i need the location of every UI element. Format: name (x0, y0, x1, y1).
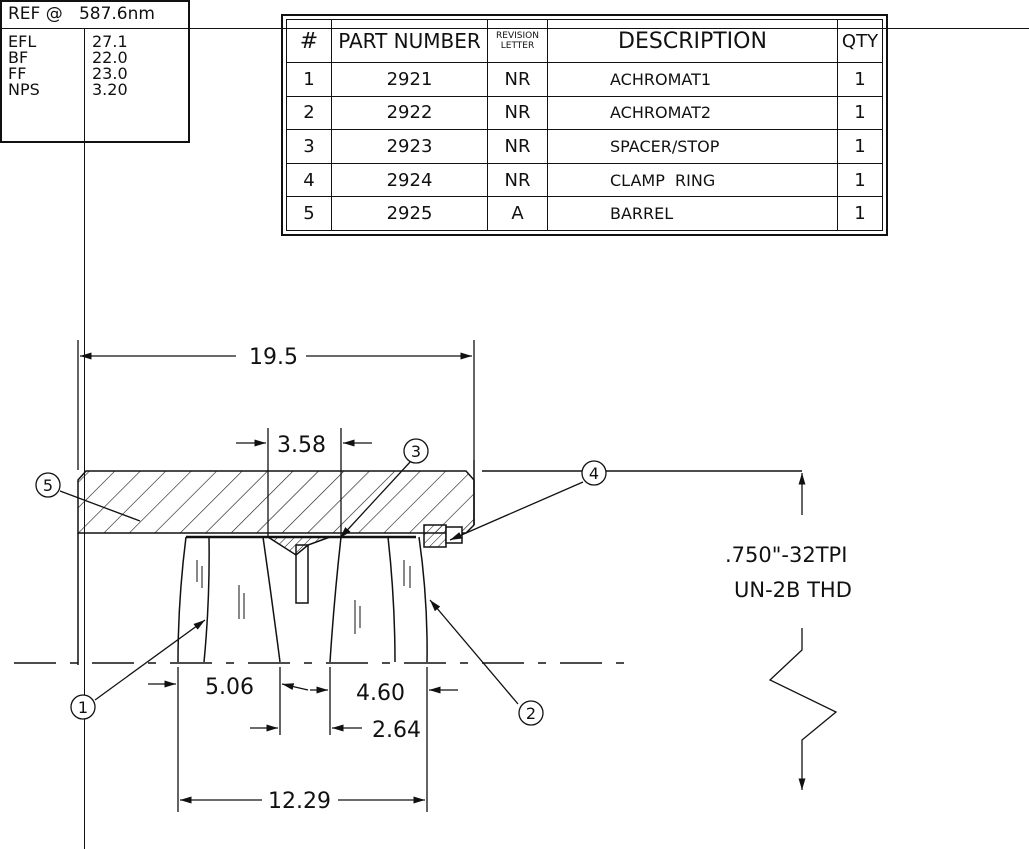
reference-values: 27.1 22.0 23.0 3.20 (92, 34, 128, 98)
balloon-label-2: 2 (526, 704, 536, 723)
parts-list: # PART NUMBER REVISION LETTER DESCRIPTIO… (281, 14, 888, 236)
dim-spacer-length: 3.58 (277, 433, 326, 458)
dim-overall-length: 19.5 (249, 345, 298, 370)
row-qty: 1 (837, 162, 883, 198)
row-qty: 1 (837, 62, 883, 97)
barrel-section (77, 470, 475, 534)
dim-lens2-edge: 2.64 (372, 718, 421, 743)
col-header-description: DESCRIPTION (547, 19, 838, 63)
col-header-num: # (286, 19, 332, 63)
balloon-label-3: 3 (411, 442, 421, 461)
row-qty: 1 (837, 95, 883, 131)
row-revision: NR (487, 129, 548, 164)
achromat1-element-a (177, 536, 187, 663)
balloon-label-4: 4 (589, 464, 599, 483)
ref-value-bf: 22.0 (92, 48, 128, 67)
ref-value-nps: 3.20 (92, 80, 128, 99)
balloon-3 (403, 438, 429, 464)
achromat1-element-b (203, 536, 210, 663)
achromat1-element-c (262, 536, 281, 663)
dim-lens2-thickness: 4.60 (356, 681, 405, 706)
ref-label-ff: FF (8, 64, 27, 83)
row-num: 5 (286, 196, 332, 231)
row-revision: A (487, 196, 548, 231)
thread-note-line1: .750"-32TPI (725, 543, 847, 567)
ref-label-nps: NPS (8, 80, 40, 99)
clamp-ring (423, 524, 447, 548)
ref-label-bf: BF (8, 48, 29, 67)
balloon-5 (35, 472, 61, 498)
ref-value-efl: 27.1 (92, 32, 128, 51)
ref-label-efl: EFL (8, 32, 37, 51)
achromat2-element-b (387, 536, 396, 663)
table-row: 2 2922 NR ACHROMAT2 1 (286, 95, 883, 131)
row-num: 3 (286, 129, 332, 164)
row-part-number: 2923 (331, 129, 488, 164)
achromat2-element-c (418, 536, 428, 663)
col-header-part-number: PART NUMBER (331, 19, 488, 63)
dim-lens-span: 12.29 (268, 789, 331, 814)
balloon-2 (518, 700, 544, 726)
revision-header-line2: LETTER (500, 41, 535, 51)
dim-lens1-thickness: 5.06 (205, 675, 254, 700)
balloon-label-1: 1 (78, 698, 88, 717)
thread-note-line2: UN-2B THD (734, 578, 852, 602)
balloon-label-5: 5 (43, 476, 53, 495)
row-description: ACHROMAT2 (547, 95, 838, 131)
break-line (768, 628, 838, 790)
table-row: 3 2923 NR SPACER/STOP 1 (286, 129, 883, 164)
row-revision: NR (487, 62, 548, 97)
balloon-4 (581, 460, 607, 486)
reference-divider (84, 28, 85, 849)
parts-table-grid: # PART NUMBER REVISION LETTER DESCRIPTIO… (286, 19, 883, 231)
row-description: BARREL (547, 196, 838, 231)
achromat2-element-a (329, 536, 342, 663)
reference-labels: EFL BF FF NPS (8, 34, 40, 98)
col-header-revision: REVISION LETTER (487, 19, 548, 63)
row-description: CLAMP RING (547, 162, 838, 198)
ref-value-ff: 23.0 (92, 64, 128, 83)
balloon-1 (70, 694, 96, 720)
parts-header-row: # PART NUMBER REVISION LETTER DESCRIPTIO… (286, 19, 883, 63)
row-qty: 1 (837, 196, 883, 231)
col-header-qty: QTY (837, 19, 883, 63)
revision-header-line1: REVISION (496, 31, 539, 41)
table-row: 5 2925 A BARREL 1 (286, 196, 883, 231)
row-num: 1 (286, 62, 332, 97)
